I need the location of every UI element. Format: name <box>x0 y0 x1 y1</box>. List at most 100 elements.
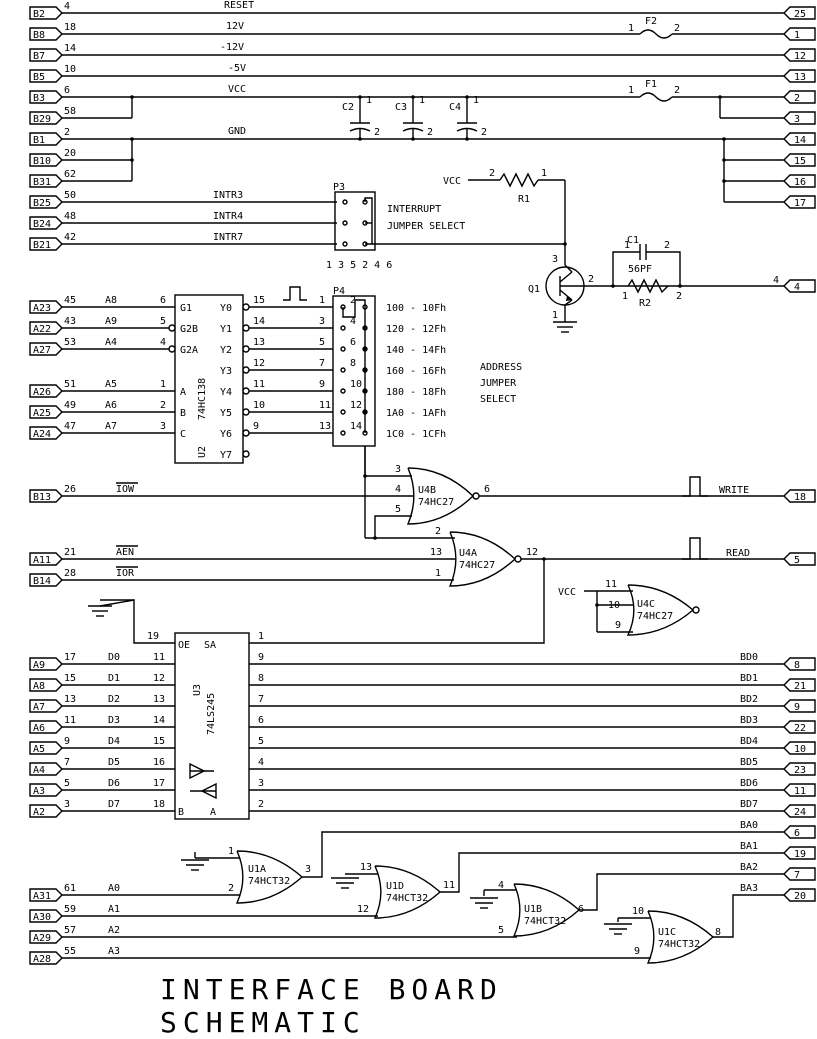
pin-number: 1 <box>228 846 234 857</box>
pin-number: 14 <box>350 421 362 432</box>
pin-number: 8 <box>350 358 356 369</box>
gate-ref: U1B <box>524 904 542 915</box>
ic-pin-name: SA <box>204 640 216 651</box>
pin-number: 48 <box>64 211 76 222</box>
port-connector-b14 <box>29 573 63 587</box>
resistor-label: R1 <box>518 194 530 205</box>
port-label: 12 <box>794 51 806 62</box>
port-connector-15 <box>783 153 816 167</box>
inversion-bubble <box>242 387 250 395</box>
ic-ref-label: U2 <box>197 446 208 458</box>
pin-number: 14 <box>64 43 76 54</box>
pin-number: 1 <box>435 568 441 579</box>
pin-number: 11 <box>319 400 331 411</box>
port-connector-21 <box>783 678 816 692</box>
pin-number: 3 <box>319 316 325 327</box>
inversion-bubble <box>242 429 250 437</box>
net-label: A3 <box>108 946 120 957</box>
net-label: D1 <box>108 673 120 684</box>
pin-number: 13 <box>319 421 331 432</box>
pin-number: 10 <box>253 400 265 411</box>
pin-number: 6 <box>160 295 166 306</box>
pin-number: 17 <box>153 778 165 789</box>
pin-number: 1 <box>473 95 479 106</box>
port-label: 22 <box>794 723 806 734</box>
port-label: B8 <box>33 30 45 41</box>
port-connector-a4 <box>29 762 63 776</box>
port-connector-b8 <box>29 27 63 41</box>
gate-ref: U4A <box>459 548 477 559</box>
pin-number: 2 <box>674 85 680 96</box>
capacitor-label: C2 <box>342 102 354 113</box>
junction-dot <box>363 410 367 414</box>
net-label: D6 <box>108 778 120 789</box>
port-connector-a31 <box>29 888 63 902</box>
net-label: BD5 <box>740 757 758 768</box>
inversion-bubble <box>340 325 346 331</box>
pin-number: 15 <box>253 295 265 306</box>
port-label: B24 <box>33 219 51 230</box>
net-label: A1 <box>108 904 120 915</box>
net-label: 12V <box>226 21 244 32</box>
port-connector-a22 <box>29 321 63 335</box>
ic-part-label: 74HC138 <box>197 378 208 420</box>
net-label: A0 <box>108 883 120 894</box>
pin-number: 12 <box>526 547 538 558</box>
ic-pin-name: B <box>180 408 186 419</box>
port-label: 15 <box>794 156 806 167</box>
junction-dot <box>363 347 367 351</box>
pin-number: 13 <box>64 694 76 705</box>
port-connector-a25 <box>29 405 63 419</box>
net-label: D2 <box>108 694 120 705</box>
net-label: IOR <box>116 568 135 579</box>
port-label: B31 <box>33 177 51 188</box>
net-label: BA2 <box>740 862 758 873</box>
pin-number: 20 <box>64 148 76 159</box>
port-label: 4 <box>794 282 800 293</box>
junction-dot <box>130 137 134 141</box>
gate-part: 74HCT32 <box>386 893 428 904</box>
inversion-bubble <box>692 606 700 614</box>
port-label: B25 <box>33 198 51 209</box>
net-label: D4 <box>108 736 120 747</box>
port-connector-b5 <box>29 69 63 83</box>
pin-number: 5 <box>160 316 166 327</box>
pin-number: 1 <box>552 310 558 321</box>
port-label: 23 <box>794 765 806 776</box>
pin-number: 3 <box>305 864 311 875</box>
capacitor-label: C1 <box>627 235 639 246</box>
net-label: INTR3 <box>213 190 243 201</box>
gate-part: 74HC27 <box>637 611 673 622</box>
pin-number: 3 <box>258 778 264 789</box>
port-label: A22 <box>33 324 51 335</box>
pin-number: 1 <box>541 168 547 179</box>
port-label: A30 <box>33 912 51 923</box>
pin-number: 13 <box>360 862 372 873</box>
port-connector-6 <box>783 825 816 839</box>
pin-header-numbers: 1 3 5 2 4 6 <box>326 260 392 271</box>
wire <box>713 894 784 938</box>
port-connector-10 <box>783 741 816 755</box>
port-connector-b2 <box>29 6 63 20</box>
port-label: A28 <box>33 954 51 965</box>
port-label: A26 <box>33 387 51 398</box>
ic-u3 <box>174 632 250 820</box>
ic-pin-name: Y7 <box>220 450 232 461</box>
pin-number: 7 <box>319 358 325 369</box>
pin-number: 10 <box>608 600 620 611</box>
capacitor-label: C3 <box>395 102 407 113</box>
net-label: -12V <box>220 42 244 53</box>
port-label: 18 <box>794 492 806 503</box>
gate-part: 74HC27 <box>459 560 495 571</box>
port-label: 16 <box>794 177 806 188</box>
pin-number: 42 <box>64 232 76 243</box>
pin-number: 51 <box>64 379 76 390</box>
fuse-label: F1 <box>645 79 657 90</box>
port-connector-a27 <box>29 342 63 356</box>
address-range: 100 - 10Fh <box>386 303 446 314</box>
port-label: B1 <box>33 135 45 146</box>
pin-number: 2 <box>481 127 487 138</box>
inversion-bubble <box>168 345 176 353</box>
jumper-desc: SELECT <box>480 394 516 405</box>
ic-ref-label: U3 <box>192 684 203 696</box>
